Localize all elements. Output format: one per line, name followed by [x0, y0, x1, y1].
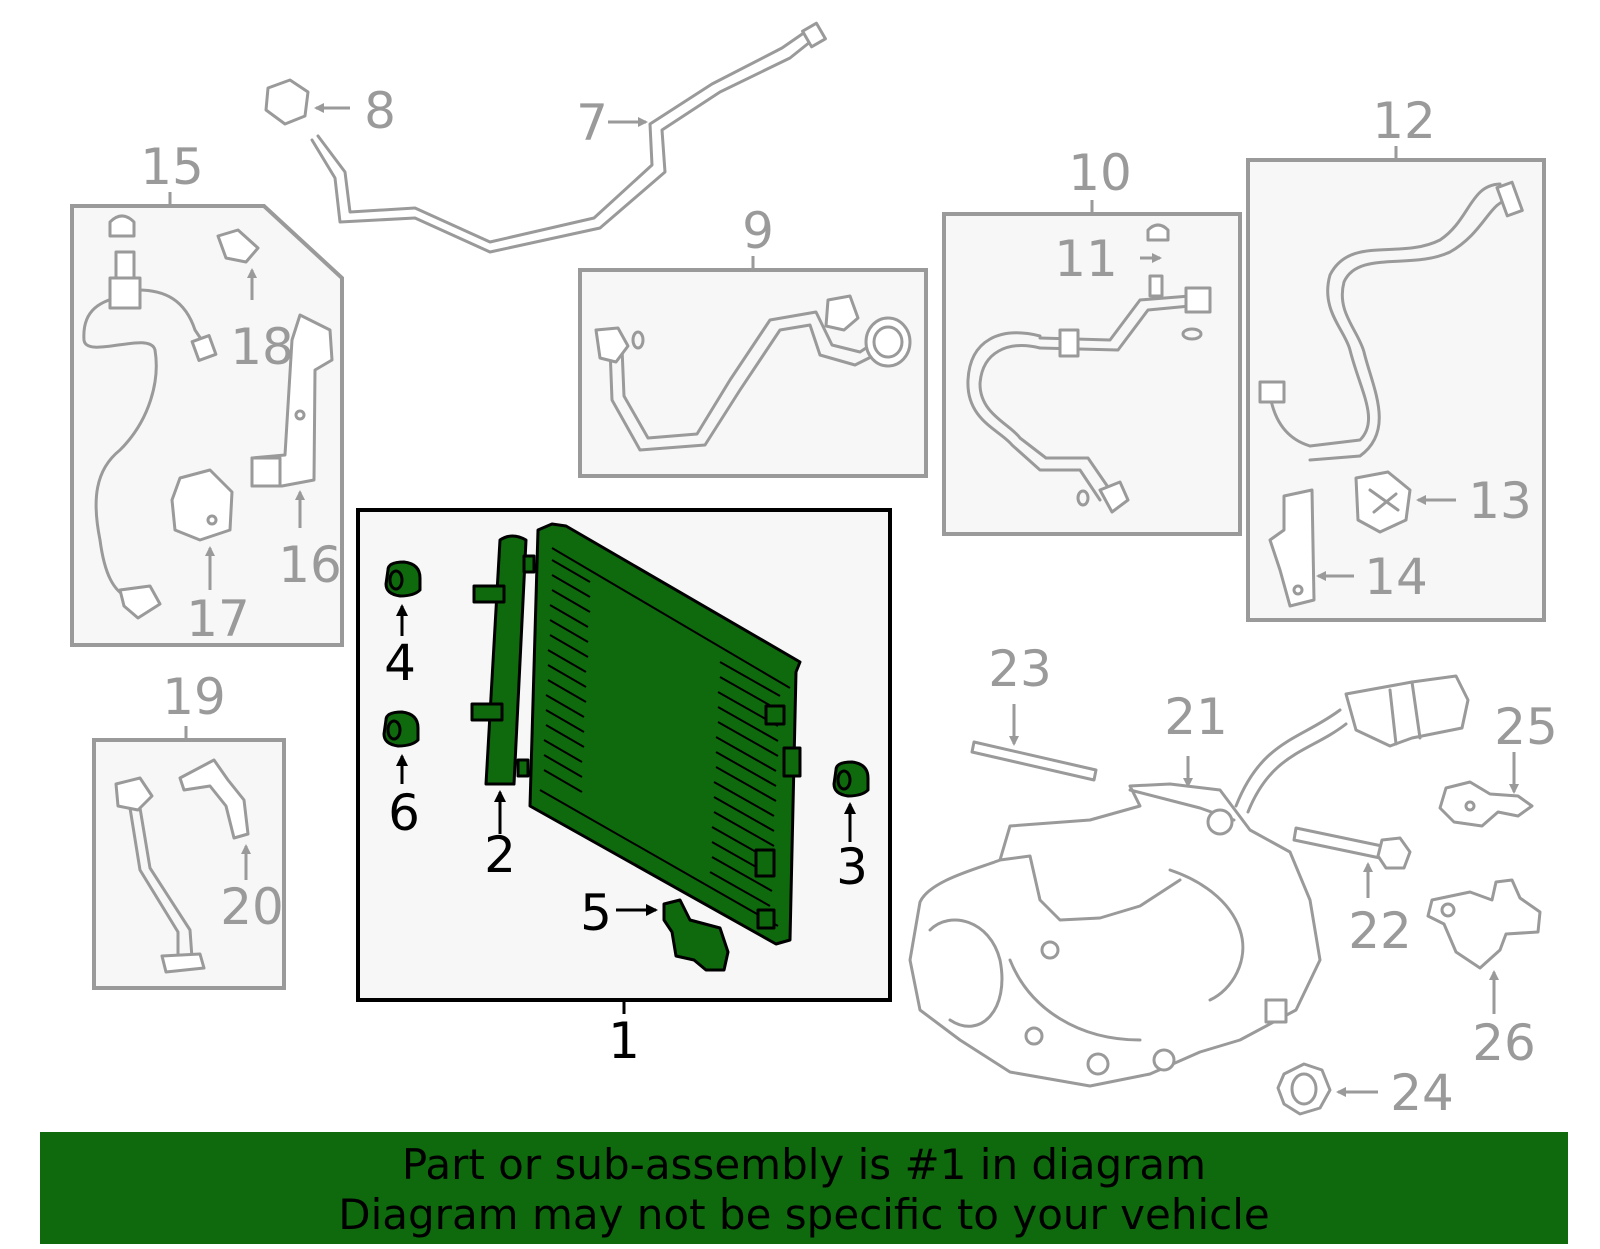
- group-box-9: [578, 256, 928, 478]
- callout-9: 9: [742, 202, 774, 260]
- compressor-group: [908, 674, 1542, 1116]
- callout-5: 5: [580, 884, 612, 942]
- info-banner: Part or sub-assembly is #1 in diagram Di…: [40, 1132, 1568, 1244]
- group-box-10: [942, 200, 1242, 536]
- callout-4: 4: [384, 634, 416, 692]
- callout-10: 10: [1068, 144, 1132, 202]
- part-7-tube: [264, 21, 827, 254]
- callout-26: 26: [1472, 1014, 1536, 1072]
- callout-17: 17: [186, 590, 250, 648]
- callout-8: 8: [364, 82, 396, 140]
- callout-3: 3: [836, 838, 868, 896]
- callout-6: 6: [388, 784, 420, 842]
- group-box-15: [70, 192, 344, 647]
- callout-25: 25: [1494, 698, 1558, 756]
- callout-19: 19: [162, 668, 226, 726]
- callout-1: 1: [608, 1012, 640, 1070]
- callout-2: 2: [484, 826, 516, 884]
- callout-12: 12: [1372, 92, 1436, 150]
- callout-22: 22: [1348, 902, 1412, 960]
- callout-15: 15: [140, 138, 204, 196]
- group-box-12: [1246, 146, 1546, 622]
- group-box-19: [92, 726, 286, 990]
- callout-21: 21: [1164, 688, 1228, 746]
- callout-14: 14: [1364, 548, 1428, 606]
- banner-line-1: Part or sub-assembly is #1 in diagram: [401, 1140, 1207, 1189]
- callout-11: 11: [1054, 230, 1118, 288]
- group-box-1-condenser: [356, 508, 892, 1014]
- callout-20: 20: [220, 878, 284, 936]
- callout-18: 18: [230, 318, 294, 376]
- callout-23: 23: [988, 640, 1052, 698]
- callout-16: 16: [278, 536, 342, 594]
- callout-13: 13: [1468, 472, 1532, 530]
- callout-24: 24: [1390, 1064, 1454, 1122]
- callout-7: 7: [576, 94, 608, 152]
- callout-labels: 1 2 3 4 5 6 7 8 9 10 11 12 13 14 15 16 1…: [140, 82, 1558, 1122]
- banner-line-2: Diagram may not be specific to your vehi…: [338, 1190, 1270, 1239]
